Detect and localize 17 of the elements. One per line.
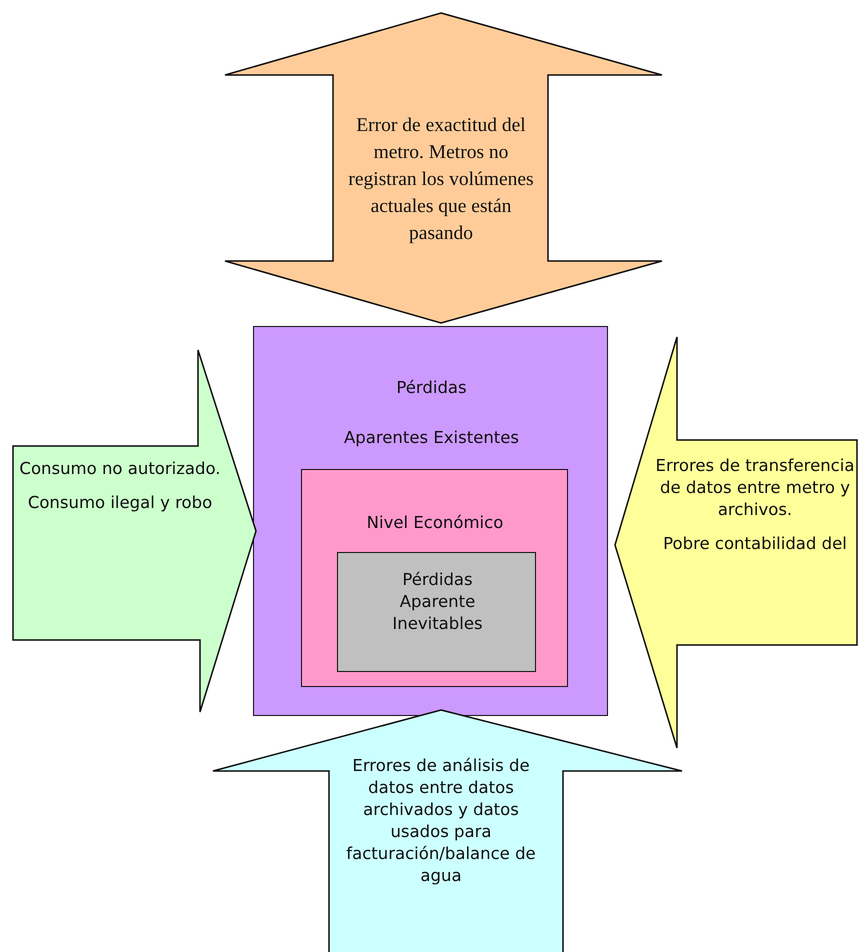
block-double-arrow [225,13,662,323]
nested-box [253,326,608,716]
nested-box [300,468,568,686]
box-label: Pérdidas [395,377,468,399]
block-up-arrow [213,710,682,952]
arrow-text: Errores de transferencia de datos entre metro y archivos. [655,455,855,521]
arrow-text: Pobre contabilidad del [662,533,848,555]
arrow-text: Consumo ilegal y robo [26,492,214,514]
box-label: Pérdidas Aparente Inevitables [391,569,484,635]
arrow-text: Consumo no autorizado. [18,458,222,480]
nested-box [337,552,536,672]
box-label: Nivel Económico [366,512,504,534]
block-left-arrow [615,337,857,748]
box-label: Aparentes Existentes [342,427,520,449]
block-right-arrow [13,350,256,712]
arrow-text: Error de exactitud del metro. Metros no registran los volúmenes actuales que están pasando [347,114,535,246]
arrow-text: Errores de análisis de datos entre datos archivados y datos usados para facturación/balance de agua [345,755,537,887]
